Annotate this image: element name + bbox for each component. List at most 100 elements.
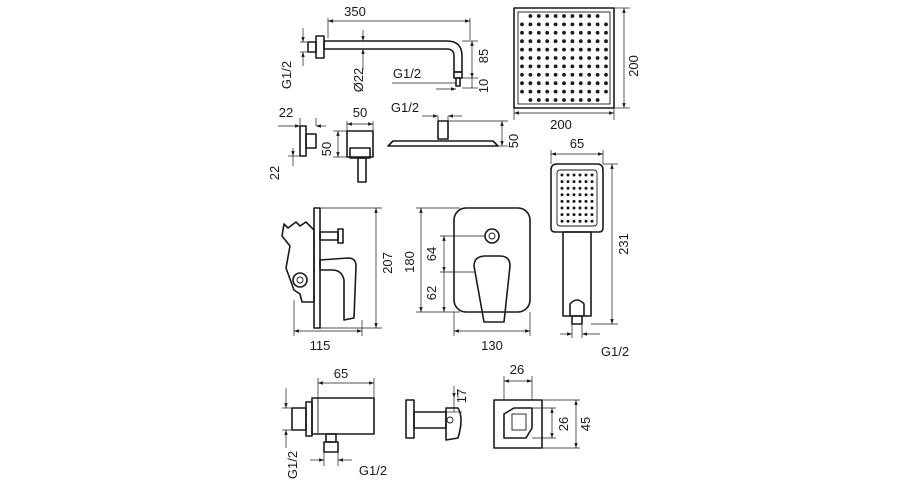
nozzle-dot [528, 81, 533, 86]
nozzle-dot [578, 206, 582, 210]
mixer-side-height-label: 207 [380, 252, 395, 274]
nozzle-dot [572, 206, 576, 210]
nozzle-dot [595, 22, 600, 27]
outlet-front-inner-label: 26 [556, 417, 571, 431]
shower-head-side: G1/2 50 [387, 100, 521, 148]
nozzle-dot [604, 72, 608, 77]
nozzle-dot [553, 89, 558, 94]
nozzle-dot [560, 199, 564, 203]
nozzle-dot [572, 213, 576, 217]
nozzle-dot [595, 39, 600, 44]
nozzle-dot [528, 89, 533, 94]
arm-diameter-label: Ø22 [351, 68, 366, 93]
holder-arm [413, 411, 447, 429]
arm-height-label: 85 [476, 49, 491, 63]
flange-plate [299, 125, 307, 157]
nozzle-dot [545, 47, 550, 52]
nozzle-dot [578, 193, 582, 197]
hand-shower-neck [569, 299, 585, 317]
head-side-height-label: 50 [506, 134, 521, 148]
nozzle-dot [578, 89, 583, 94]
nozzle-dot [566, 219, 570, 223]
nozzle-dot [595, 30, 600, 35]
nozzle-dot [520, 72, 524, 77]
nozzle-dot [578, 180, 582, 184]
mixer-front-drawing: 180 64 62 130 [402, 207, 531, 353]
nozzle-dot [570, 30, 575, 35]
mixer-diverter [319, 231, 339, 241]
outlet-wall-thread-label: G1/2 [285, 451, 300, 479]
arm-wall-thread-label: G1/2 [279, 61, 294, 89]
mixer-plate [313, 207, 321, 329]
nozzle-dot [545, 39, 550, 44]
arm-outlet-thread-label: G1/2 [393, 66, 421, 81]
holder-cradle [445, 407, 462, 441]
nozzle-dot [566, 193, 570, 197]
nozzle-dot [587, 30, 592, 35]
nozzle-dot [528, 64, 533, 69]
nozzle-dot [595, 56, 600, 60]
nozzle-dot [562, 81, 566, 86]
nozzle-dot [572, 180, 576, 184]
sleeve-height-label: 50 [319, 142, 334, 156]
nozzle-dot [587, 64, 592, 69]
nozzle-dot [566, 180, 570, 184]
outlet-wall-thread [291, 407, 307, 431]
nozzle-dot [528, 56, 533, 60]
nozzle-dot [604, 47, 608, 52]
nozzle-dot [545, 14, 550, 18]
nozzle-dot [536, 56, 541, 60]
outlet-body [311, 397, 375, 435]
nozzle-dot [536, 64, 541, 69]
nozzle-dot [578, 213, 582, 217]
outlet-front-body [503, 407, 533, 439]
nozzle-dot [566, 173, 570, 177]
nozzle-dot [572, 199, 576, 203]
nozzle-dot [578, 219, 582, 223]
mixer-side-depth-label: 115 [310, 338, 331, 353]
nozzle-dot [587, 89, 592, 94]
mixer-front-upper-label: 64 [424, 247, 439, 261]
outlet-front-plate [493, 399, 543, 449]
nozzle-dot [536, 47, 541, 52]
nozzle-dot [570, 64, 575, 69]
nozzle-dot [572, 186, 576, 190]
nozzle-dot [520, 30, 524, 35]
nozzle-dot [528, 72, 533, 77]
sleeve-drawing: 50 50 [319, 105, 374, 183]
mixer-front-diverter [484, 228, 500, 244]
shower-head-plan: 200 200 [513, 7, 641, 132]
head-side-connector [437, 120, 449, 140]
mixer-front-width-label: 130 [481, 338, 503, 353]
mixer-lever [319, 257, 357, 321]
nozzle-dot [562, 56, 566, 60]
nozzle-dot [536, 22, 541, 27]
hand-shower-head [550, 163, 604, 233]
nozzle-dot [536, 89, 541, 94]
nozzle-dot [572, 219, 576, 223]
nozzle-dot [536, 81, 541, 86]
nozzle-dot [560, 193, 564, 197]
outlet-front-drawing: 26 26 45 [493, 362, 593, 449]
nozzle-dot [584, 193, 588, 197]
nozzle-dot [587, 14, 592, 18]
flange-depth-label: 22 [267, 166, 282, 180]
nozzle-dot [560, 206, 564, 210]
nozzle-dot [520, 22, 524, 27]
nozzle-dot [590, 219, 594, 223]
flange-width-label: 22 [279, 105, 293, 120]
mixer-diverter-knob [337, 228, 344, 244]
nozzle-dot [562, 89, 566, 94]
nozzle-dot [566, 199, 570, 203]
nozzle-dot [570, 81, 575, 86]
nozzle-dot [584, 206, 588, 210]
nozzle-dot [604, 89, 608, 94]
nozzle-dot [545, 89, 550, 94]
nozzle-dot [536, 39, 541, 44]
nozzle-dot [595, 89, 600, 94]
nozzle-dot [536, 98, 541, 102]
nozzle-dot [553, 81, 558, 86]
nozzle-dot [562, 98, 566, 102]
head-outline [513, 7, 615, 109]
nozzle-dot [566, 213, 570, 217]
